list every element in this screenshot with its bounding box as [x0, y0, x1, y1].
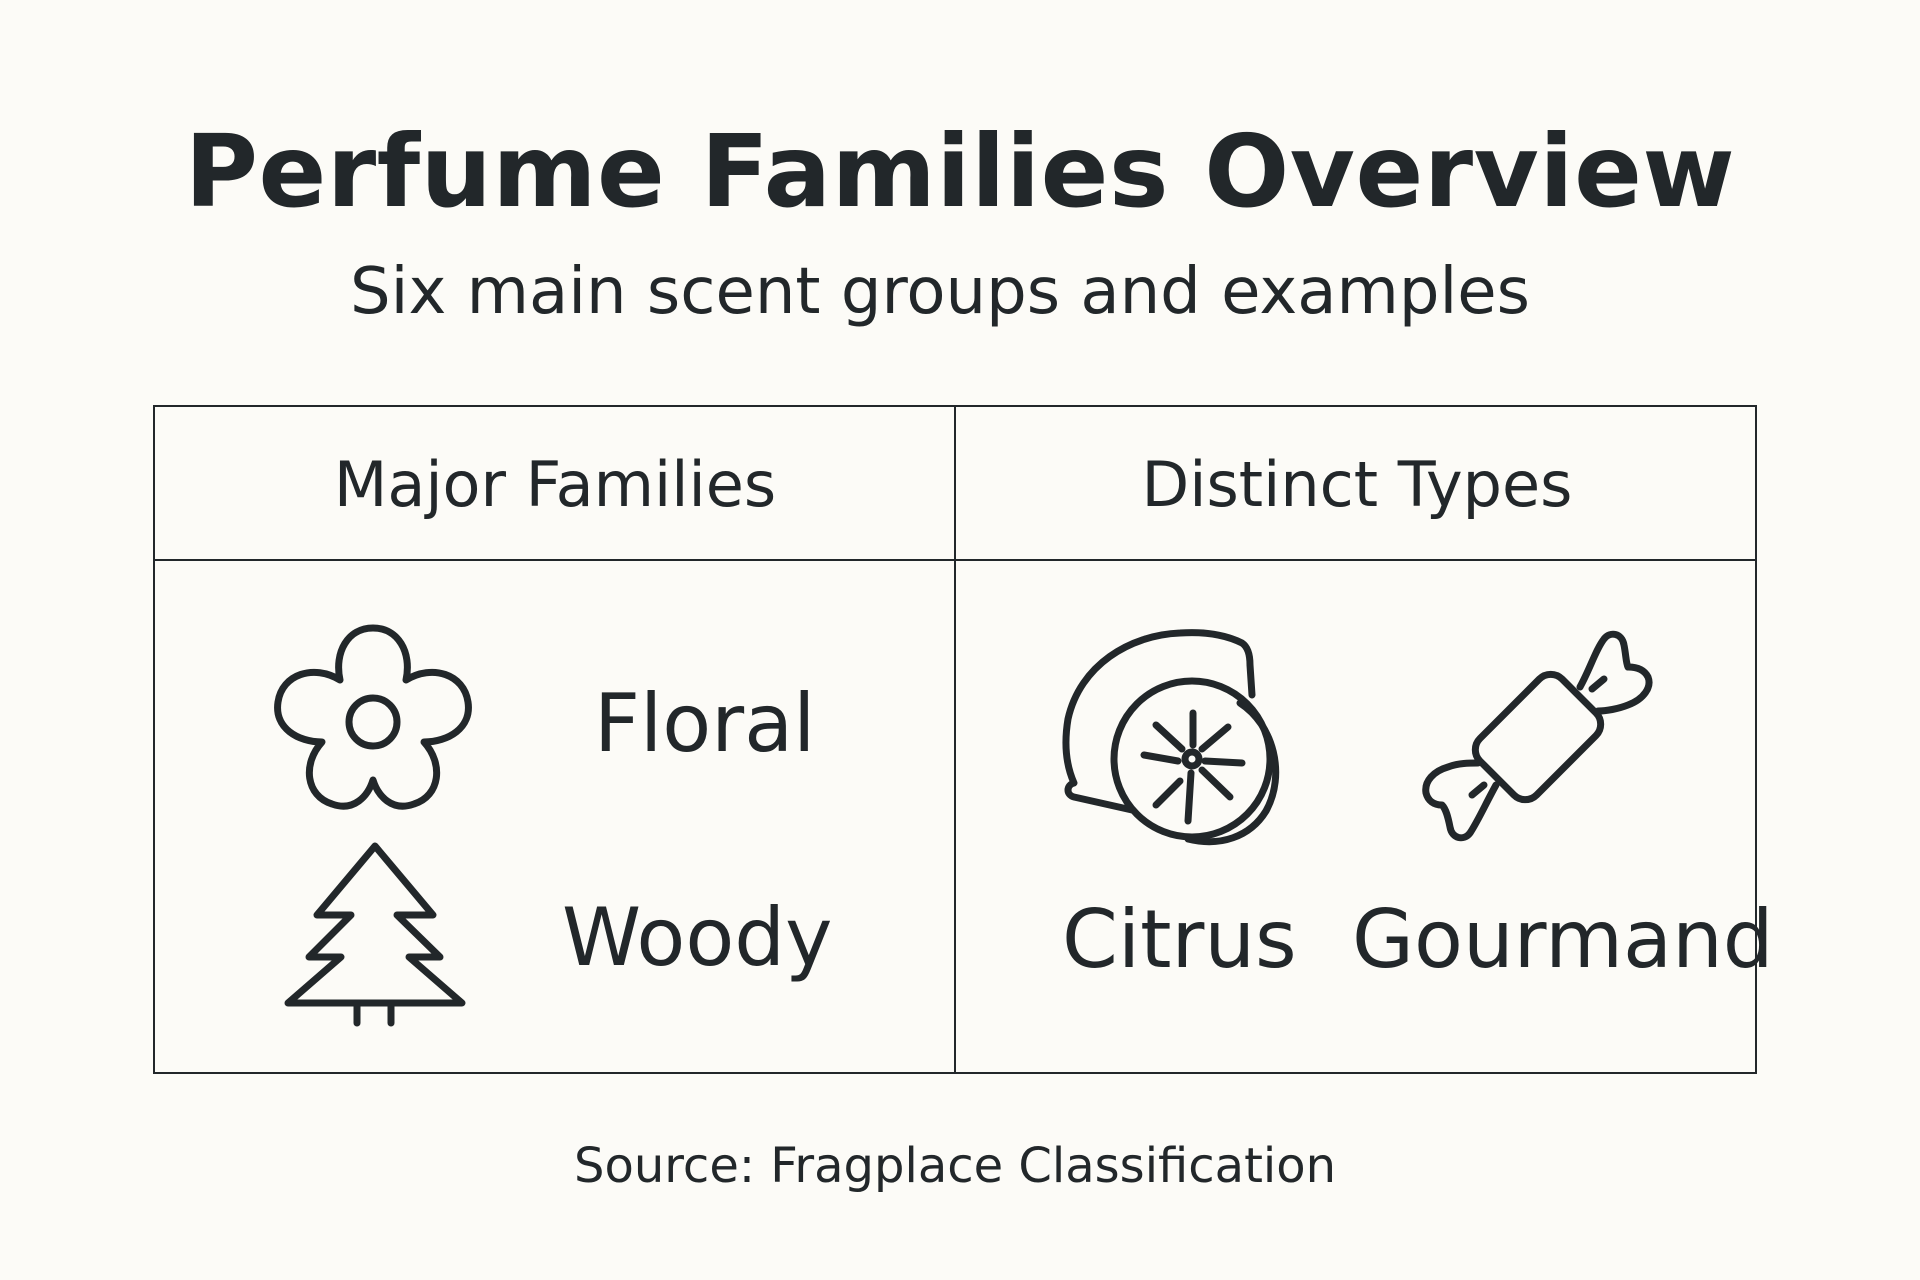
label-gourmand: Gourmand [1352, 893, 1774, 986]
page-title: Perfume Families Overview [184, 113, 1736, 230]
label-citrus: Citrus [1062, 893, 1297, 986]
column-divider [954, 405, 956, 1074]
tree-icon [284, 842, 466, 1027]
label-floral: Floral [594, 677, 816, 770]
column-heading-distinct-types: Distinct Types [1141, 448, 1573, 521]
candy-icon [1422, 630, 1653, 842]
page-subtitle: Six main scent groups and examples [350, 255, 1530, 329]
header-divider [153, 559, 1757, 561]
flower-icon [274, 624, 472, 810]
column-heading-major-families: Major Families [333, 448, 777, 521]
label-woody: Woody [562, 891, 833, 984]
lemon-icon [1062, 629, 1280, 846]
source-caption: Source: Fragplace Classification [573, 1138, 1337, 1194]
